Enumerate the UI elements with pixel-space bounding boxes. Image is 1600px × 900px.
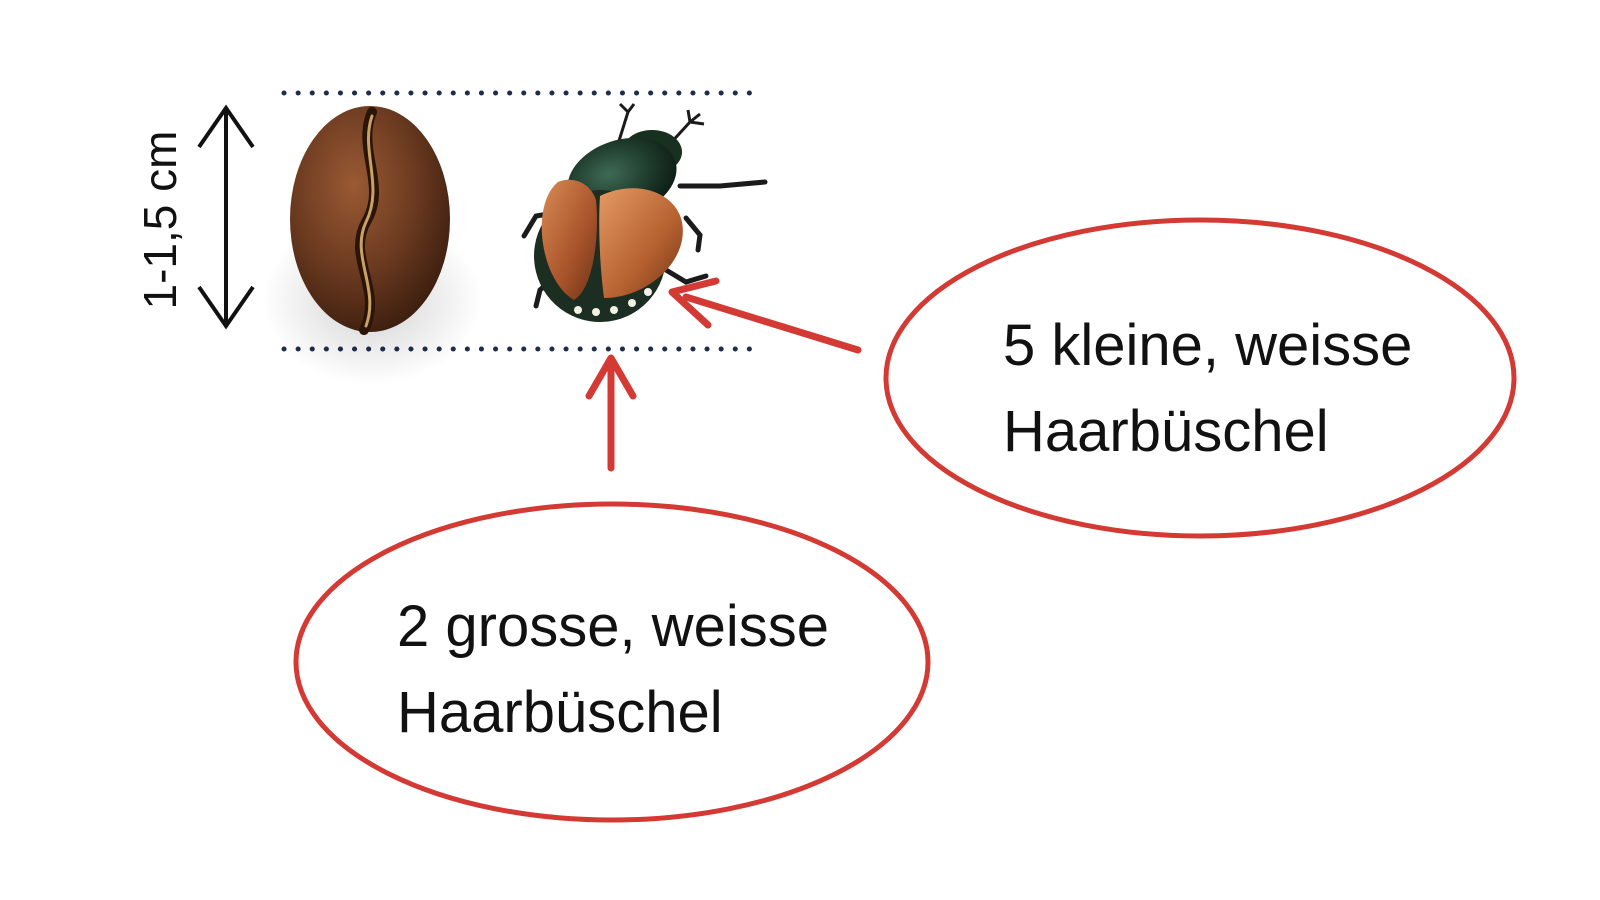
callout-text-large-tufts: 2 grosse, weisse Haarbüschel	[397, 584, 829, 756]
japanese-beetle-image	[521, 102, 768, 322]
size-label: 1-1,5 cm	[134, 130, 186, 310]
size-arrow	[197, 104, 255, 330]
callout-small-line2: Haarbüschel	[1003, 399, 1329, 464]
callout-large-line2: Haarbüschel	[397, 680, 723, 745]
callout-text-small-tufts: 5 kleine, weisse Haarbüschel	[1003, 303, 1412, 475]
arrow-to-large-tufts	[585, 354, 637, 472]
callout-small-line1: 5 kleine, weisse	[1003, 313, 1413, 378]
callout-large-line1: 2 grosse, weisse	[397, 594, 829, 659]
coffee-bean-image	[262, 106, 482, 385]
callout-ellipse-small-tufts	[883, 217, 1517, 539]
arrow-to-small-tufts	[668, 277, 862, 354]
callout-ellipse-large-tufts	[293, 501, 931, 823]
